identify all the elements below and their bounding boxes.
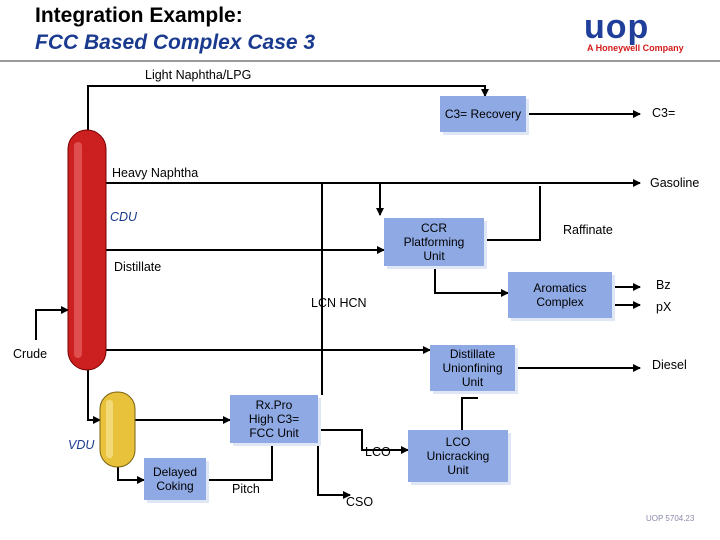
gasoline-label: Gasoline <box>650 176 700 190</box>
c3-recovery-unit: C3= Recovery <box>440 96 526 132</box>
column-to-vdu <box>87 370 101 424</box>
c3-product-label: C3= <box>652 106 676 120</box>
footer-ref: UOP 5704.23 <box>646 514 695 523</box>
diesel-label: Diesel <box>652 358 687 372</box>
pitch-label: Pitch <box>232 482 260 496</box>
delayed-coking-unit: Delayed Coking <box>144 458 206 500</box>
ccr-aromatics-line <box>434 266 509 297</box>
heavy-naphtha-label: Heavy Naphtha <box>112 166 199 180</box>
crude-line <box>35 306 69 340</box>
distillate-label: Distillate <box>114 260 162 274</box>
cso-line <box>317 440 351 499</box>
cdu-column <box>67 129 107 371</box>
heavy-naphtha-line <box>106 182 384 216</box>
lco-label: LCO <box>365 445 391 459</box>
page-title: Integration Example: <box>35 4 243 27</box>
rxpro-fcc-unit: Rx.Pro High C3= FCC Unit <box>230 395 318 443</box>
light-naphtha-label: Light Naphtha/LPG <box>145 68 252 82</box>
vdu-vessel <box>99 391 136 468</box>
page-subtitle: FCC Based Complex Case 3 <box>35 31 316 54</box>
header-rule <box>0 60 720 62</box>
distillate-unionfining-unit: Distillate Unionfining Unit <box>430 345 515 391</box>
raffinate-label: Raffinate <box>563 223 613 237</box>
pitch-line <box>206 445 273 481</box>
uop-logo: uop <box>584 8 650 46</box>
crude-label: Crude <box>13 347 48 361</box>
bz-label: Bz <box>656 278 671 292</box>
unicracking-to-diesel <box>461 397 478 430</box>
lco-line <box>318 429 409 454</box>
aromatics-complex-unit: Aromatics Complex <box>508 272 612 318</box>
light-naphtha-line <box>87 85 489 130</box>
cso-label: CSO <box>346 495 374 509</box>
ccr-gasoline-line <box>485 186 541 241</box>
px-label: pX <box>656 300 672 314</box>
cdu-label: CDU <box>110 210 138 224</box>
lcn-hcn-label: LCN HCN <box>311 296 367 310</box>
logo-tagline: A Honeywell Company <box>587 43 684 53</box>
gasoline-line <box>321 179 641 215</box>
ccr-platforming-unit: CCR Platforming Unit <box>384 218 484 266</box>
vdu-to-coking <box>117 465 145 484</box>
vdu-label: VDU <box>68 438 95 452</box>
lco-unicracking-unit: LCO Unicracking Unit <box>408 430 508 482</box>
